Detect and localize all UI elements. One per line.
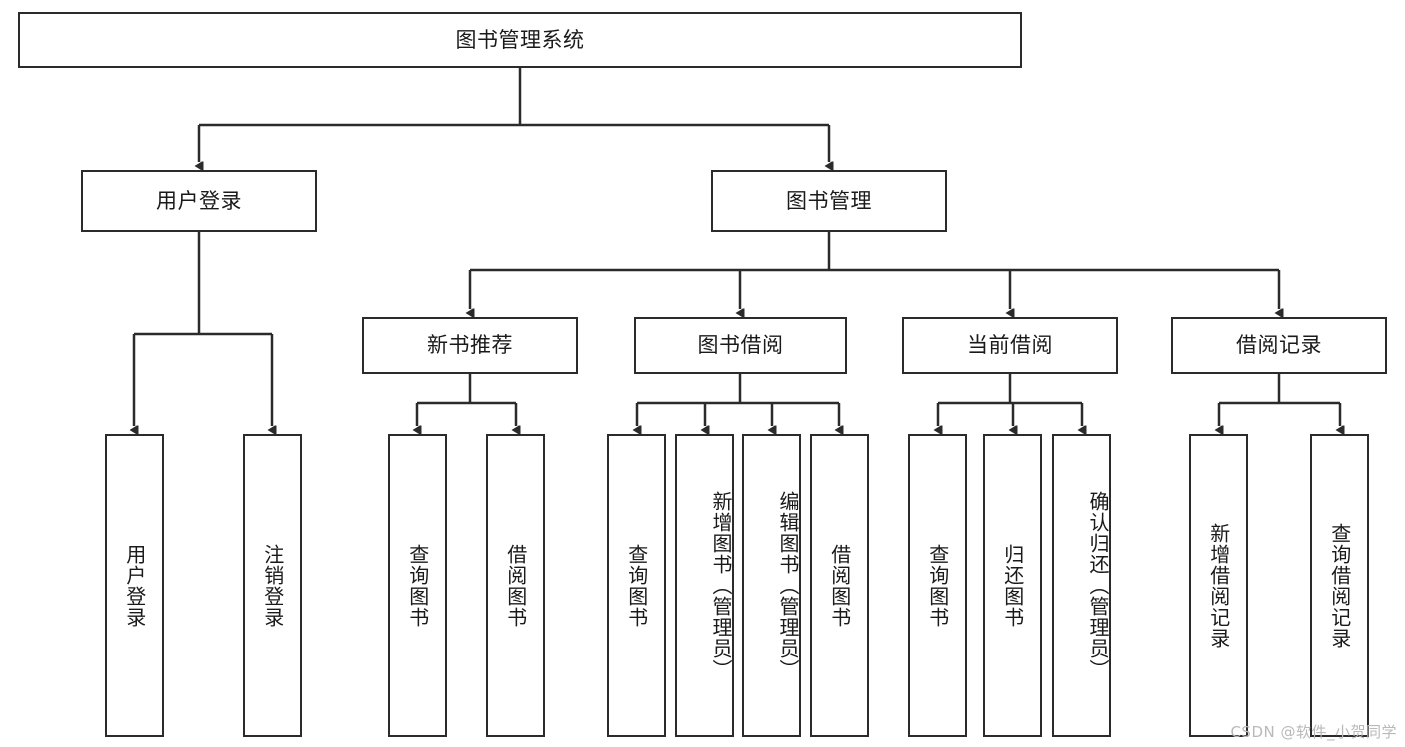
node-book-borrow-label: 图书借阅 [697, 333, 784, 357]
node-leaf-query-book-3-label: 查询图书 [925, 543, 950, 628]
node-leaf-query-record[interactable]: 查询借阅记录 [1310, 434, 1369, 737]
node-current-borrow[interactable]: 当前借阅 [902, 317, 1118, 374]
node-leaf-user-login-label: 用户登录 [122, 543, 147, 628]
node-leaf-user-logout-label: 注销登录 [260, 543, 285, 628]
node-leaf-query-book-1[interactable]: 查询图书 [388, 434, 447, 737]
node-leaf-borrow-book-2[interactable]: 借阅图书 [810, 434, 869, 737]
node-leaf-query-record-label: 查询借阅记录 [1327, 522, 1352, 649]
node-root[interactable]: 图书管理系统 [18, 12, 1022, 68]
node-book-manage[interactable]: 图书管理 [711, 170, 947, 232]
node-leaf-borrow-book-1[interactable]: 借阅图书 [486, 434, 545, 737]
node-new-book-recommend[interactable]: 新书推荐 [362, 317, 578, 374]
node-leaf-query-book-3[interactable]: 查询图书 [908, 434, 967, 737]
node-leaf-add-book[interactable]: 新增图书（管理员） [675, 434, 734, 737]
node-leaf-confirm-return[interactable]: 确认归还（管理员） [1052, 434, 1111, 737]
node-leaf-confirm-return-label: 确认归还（管理员） [1086, 491, 1110, 680]
node-borrow-record-label: 借阅记录 [1236, 333, 1322, 357]
watermark-text: CSDN @软件_小贺同学 [1230, 723, 1397, 741]
node-leaf-add-book-label: 新增图书（管理员） [709, 491, 733, 680]
node-user-login[interactable]: 用户登录 [81, 170, 317, 232]
node-leaf-edit-book[interactable]: 编辑图书（管理员） [742, 434, 801, 737]
node-book-manage-label: 图书管理 [786, 188, 872, 213]
node-leaf-add-record[interactable]: 新增借阅记录 [1189, 434, 1248, 737]
node-new-book-recommend-label: 新书推荐 [427, 333, 513, 357]
node-leaf-query-book-2-label: 查询图书 [624, 543, 649, 628]
node-root-label: 图书管理系统 [455, 27, 585, 52]
node-leaf-return-book[interactable]: 归还图书 [983, 434, 1042, 737]
node-book-borrow[interactable]: 图书借阅 [634, 317, 847, 374]
node-current-borrow-label: 当前借阅 [967, 333, 1053, 357]
node-leaf-user-logout[interactable]: 注销登录 [243, 434, 302, 737]
node-borrow-record[interactable]: 借阅记录 [1171, 317, 1387, 374]
node-leaf-borrow-book-2-label: 借阅图书 [827, 543, 852, 628]
node-leaf-return-book-label: 归还图书 [1000, 543, 1025, 628]
node-leaf-edit-book-label: 编辑图书（管理员） [776, 491, 800, 680]
node-leaf-add-record-label: 新增借阅记录 [1206, 522, 1231, 649]
node-leaf-query-book-2[interactable]: 查询图书 [607, 434, 666, 737]
node-leaf-user-login[interactable]: 用户登录 [105, 434, 164, 737]
node-leaf-query-book-1-label: 查询图书 [405, 543, 430, 628]
node-leaf-borrow-book-1-label: 借阅图书 [503, 543, 528, 628]
node-user-login-label: 用户登录 [156, 188, 242, 213]
